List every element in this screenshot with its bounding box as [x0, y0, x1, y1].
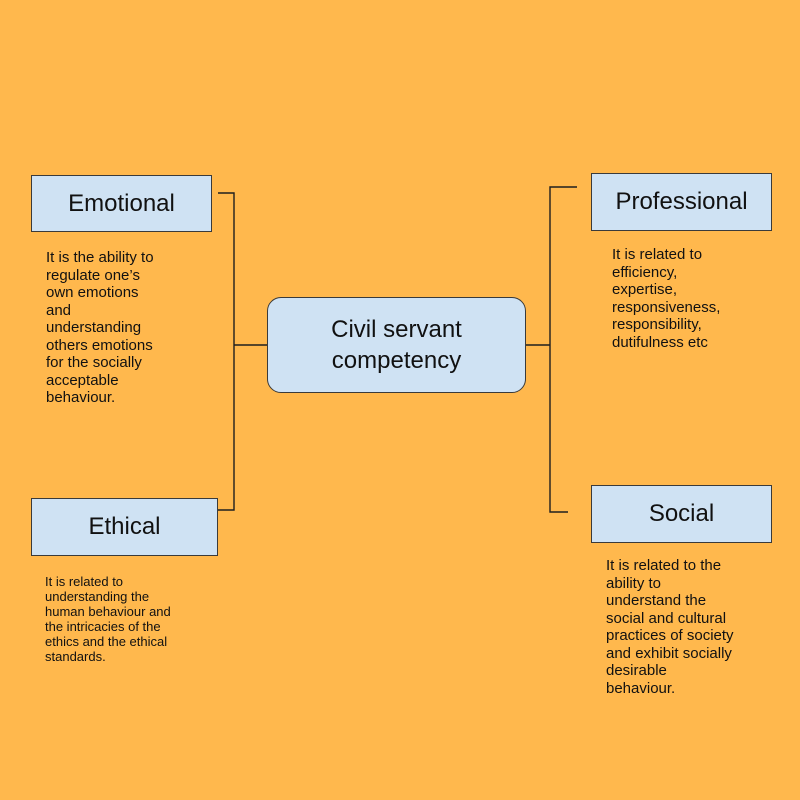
ethical-desc-line: understanding the — [45, 589, 150, 604]
center-title-line2: competency — [331, 347, 462, 374]
professional-desc-line: dutifulness etc — [612, 333, 708, 351]
ethical-desc-line: ethics and the ethical — [45, 634, 168, 649]
professional-desc-line: responsibility, — [612, 316, 702, 333]
ethical-label: Ethical — [88, 513, 161, 540]
social-desc-line: practices of society — [606, 627, 734, 644]
social-box: Social — [591, 485, 772, 543]
emotional-desc-line: own emotions — [46, 284, 139, 301]
emotional-desc-line: for the socially — [46, 354, 142, 371]
emotional-label: Emotional — [68, 189, 175, 217]
emotional-desc-line: others emotions — [46, 336, 153, 354]
emotional-desc-line: understanding — [46, 319, 142, 336]
emotional-desc-line: and — [46, 301, 72, 319]
connector-professional — [549, 186, 577, 345]
connector-emotional — [218, 192, 235, 345]
social-desc-line: desirable — [606, 662, 667, 679]
center-title-line1: Civil servant — [331, 316, 462, 343]
social-desc-line: ability to — [606, 574, 662, 592]
professional-box: Professional — [591, 173, 772, 231]
professional-desc-line: efficiency, — [612, 263, 678, 281]
professional-desc-line: responsiveness, — [612, 298, 721, 316]
emotional-desc-line: regulate one’s — [46, 266, 140, 284]
social-desc-line: understand the — [606, 592, 707, 609]
social-desc-line: behaviour. — [606, 679, 676, 697]
social-desc-line: It is related to the — [606, 557, 722, 574]
connector-social — [549, 345, 568, 513]
emotional-box: Emotional — [31, 175, 212, 232]
ethical-desc-line: human behaviour and — [45, 604, 171, 619]
ethical-desc-line: the intricacies of the — [45, 619, 161, 634]
emotional-description: It is the ability to regulate one’s own … — [46, 249, 154, 407]
social-desc-line: social and cultural — [606, 609, 727, 627]
emotional-desc-line: acceptable — [46, 371, 119, 389]
emotional-desc-line: It is the ability to — [46, 249, 154, 266]
center-node: Civil servant competency — [267, 297, 526, 393]
ethical-box: Ethical — [31, 498, 218, 556]
emotional-desc-line: behaviour. — [46, 389, 116, 406]
social-description: It is related to the ability to understa… — [606, 557, 734, 697]
social-label: Social — [648, 500, 715, 527]
professional-label: Professional — [615, 188, 748, 215]
social-desc-line: and exhibit socially — [606, 644, 732, 662]
ethical-desc-line: It is related to — [45, 574, 124, 589]
ethical-description: It is related to understanding the human… — [45, 574, 171, 664]
professional-desc-line: It is related to — [612, 246, 703, 263]
ethical-desc-line: standards. — [45, 649, 106, 664]
connector-ethical — [218, 345, 235, 511]
professional-description: It is related to efficiency, expertise, … — [612, 246, 720, 351]
professional-desc-line: expertise, — [612, 281, 678, 298]
